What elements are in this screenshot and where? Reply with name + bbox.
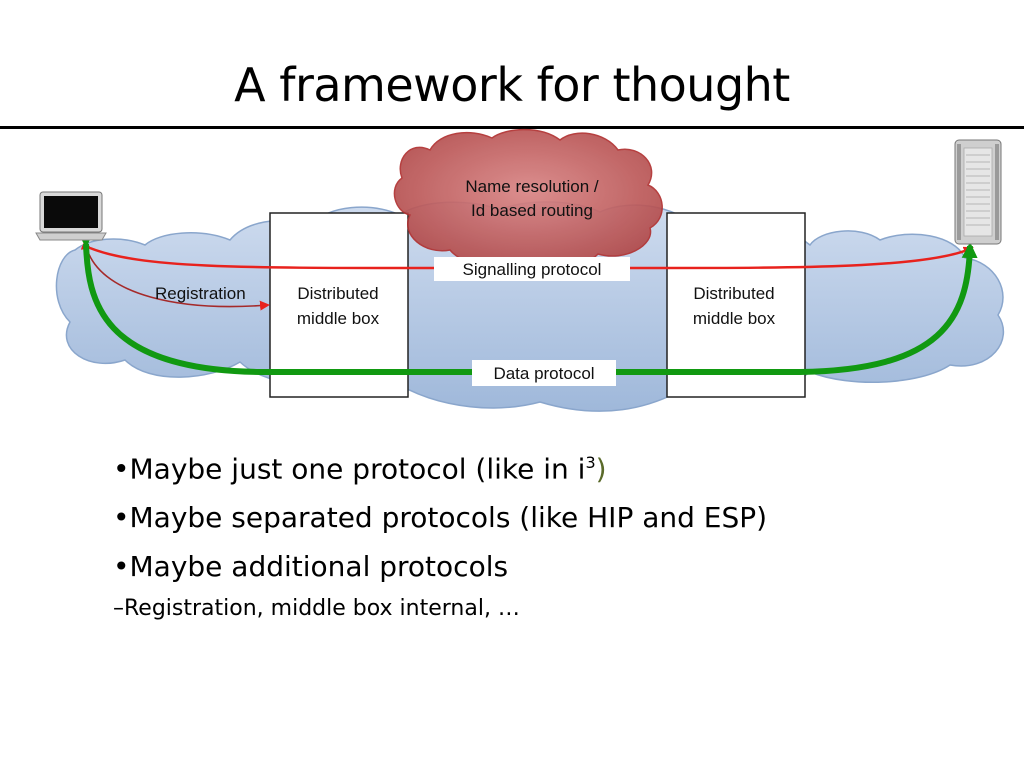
title-divider xyxy=(0,126,1024,129)
cloud-label-line1: Name resolution / xyxy=(465,177,599,196)
closing-paren: ) xyxy=(595,452,607,486)
bullet-marker: • xyxy=(113,452,130,486)
right-box-label-line2: middle box xyxy=(693,309,776,328)
right-box-label-line1: Distributed xyxy=(693,284,774,303)
bullet-text: Maybe separated protocols (like HIP and … xyxy=(129,501,768,535)
slide-title: A framework for thought xyxy=(234,58,790,112)
superscript-three: 3 xyxy=(585,453,596,472)
sub-bullet-marker: – xyxy=(113,596,124,622)
name-resolution-cloud xyxy=(393,128,663,268)
framework-diagram: Name resolution / Id based routing Signa… xyxy=(35,128,1005,412)
cloud-label-line2: Id based routing xyxy=(471,201,593,220)
bullet-marker: • xyxy=(113,501,130,535)
registration-arrow xyxy=(87,251,270,311)
server-tower-icon xyxy=(954,139,1002,245)
bullet-one-protocol: •Maybe just one protocol (like in i3) xyxy=(113,446,973,486)
signalling-label-bg xyxy=(434,257,630,281)
bullet-additional-protocols: •Maybe additional protocols xyxy=(113,550,973,584)
bullet-separated-protocols: •Maybe separated protocols (like HIP and… xyxy=(113,501,973,535)
bullet-marker: • xyxy=(113,550,130,584)
data-protocol-label: Data protocol xyxy=(493,364,594,383)
data-label-bg xyxy=(472,360,616,386)
bullet-list: •Maybe just one protocol (like in i3) •M… xyxy=(113,446,973,623)
sub-bullet-text: Registration, middle box internal, … xyxy=(124,596,520,622)
registration-label: Registration xyxy=(155,284,246,303)
laptop-icon xyxy=(35,191,107,241)
bullet-text: Maybe additional protocols xyxy=(129,550,509,584)
signalling-protocol-label: Signalling protocol xyxy=(463,260,602,279)
sub-bullet-registration: –Registration, middle box internal, … xyxy=(113,595,973,623)
left-box-label-line2: middle box xyxy=(297,309,380,328)
bullet-text: Maybe just one protocol (like in i xyxy=(129,452,586,486)
left-box-label-line1: Distributed xyxy=(297,284,378,303)
